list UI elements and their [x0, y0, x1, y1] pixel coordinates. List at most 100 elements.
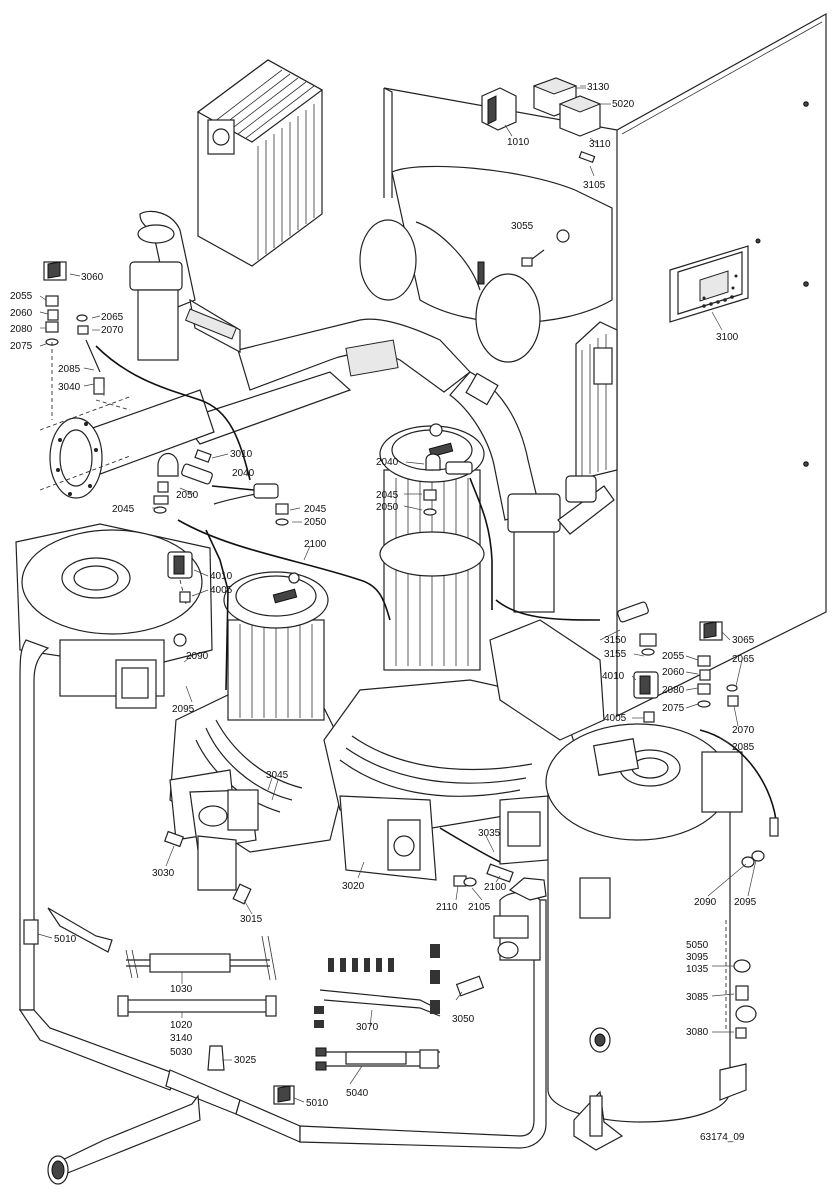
callout-3155: 3155 — [604, 649, 627, 660]
enclosure-panel — [616, 12, 827, 717]
callout-2050-right: 2050 — [376, 502, 399, 513]
callout-2055-right: 2055 — [662, 651, 685, 662]
drawing-id: 63174_09 — [700, 1132, 745, 1143]
callout-5010-bottom: 5010 — [306, 1098, 329, 1109]
callout-5020: 5020 — [612, 99, 635, 110]
callout-2090-left: 2090 — [186, 651, 209, 662]
callout-3025: 3025 — [234, 1055, 257, 1066]
callout-3130: 3130 — [587, 82, 610, 93]
cooler-top-left — [196, 59, 324, 267]
callout-labels: 3130 5020 1010 3110 3105 3055 3060 2055 … — [10, 82, 757, 1143]
callout-3060: 3060 — [81, 272, 104, 283]
callout-2045-right: 2045 — [376, 490, 399, 501]
callout-2040-right: 2040 — [376, 457, 399, 468]
callout-1010: 1010 — [507, 137, 530, 148]
callout-1030: 1030 — [170, 984, 193, 995]
callout-2070-left: 2070 — [101, 325, 124, 336]
callout-3070: 3070 — [356, 1022, 379, 1033]
callout-3080: 3080 — [686, 1027, 709, 1038]
callout-2045-mid: 2045 — [304, 504, 327, 515]
callout-2060-left: 2060 — [10, 308, 33, 319]
callout-2060-right: 2060 — [662, 667, 685, 678]
callout-3035: 3035 — [478, 828, 501, 839]
harness-1030 — [125, 935, 277, 981]
discharge-pipe-upper — [129, 210, 541, 521]
callout-3020: 3020 — [342, 881, 365, 892]
callout-2100-top: 2100 — [304, 539, 327, 550]
callout-1035: 1035 — [686, 964, 709, 975]
callout-3100: 3100 — [716, 332, 739, 343]
callout-2045-left: 2045 — [112, 504, 135, 515]
callout-2040-left: 2040 — [232, 468, 255, 479]
harness-3070 — [314, 944, 441, 1028]
callout-2100-bottom: 2100 — [484, 882, 507, 893]
callout-2105: 2105 — [468, 902, 491, 913]
callout-3105: 3105 — [583, 180, 606, 191]
callout-3030: 3030 — [152, 868, 175, 879]
callout-3065: 3065 — [732, 635, 755, 646]
callout-3110: 3110 — [589, 139, 611, 150]
relay-1010 — [481, 87, 517, 137]
cooler-right — [575, 321, 618, 481]
controller-display-3100 — [669, 245, 749, 331]
callout-3055: 3055 — [511, 221, 534, 232]
callout-4010-right: 4010 — [602, 671, 625, 682]
tank-side-pipe — [493, 877, 547, 961]
callout-4005-left: 4005 — [210, 585, 233, 596]
pipe-right-vertical — [507, 475, 615, 613]
callout-4005-right: 4005 — [604, 713, 627, 724]
callout-3040: 3040 — [58, 382, 81, 393]
relay-5010-bottom — [273, 1085, 295, 1105]
callout-2095-left: 2095 — [172, 704, 195, 715]
intake-housing — [359, 165, 613, 363]
callout-2085-left: 2085 — [58, 364, 81, 375]
callout-5050: 5050 — [686, 940, 709, 951]
center-fittings — [153, 449, 473, 526]
leader-lines — [37, 85, 757, 1103]
callout-2075-left: 2075 — [10, 341, 33, 352]
callout-5040: 5040 — [346, 1088, 369, 1099]
drain-pipe-left — [18, 639, 547, 1185]
left-fittings-column — [43, 261, 131, 420]
harness-1020 — [117, 995, 277, 1017]
callout-2085-right: 2085 — [732, 742, 755, 753]
callout-2080-right: 2080 — [662, 685, 685, 696]
separator-housing-left — [15, 523, 213, 709]
callout-2090-right: 2090 — [694, 897, 717, 908]
callout-2080-left: 2080 — [10, 324, 33, 335]
harness-5040 — [315, 1047, 440, 1071]
callout-5030: 5030 — [170, 1047, 193, 1058]
callout-3050: 3050 — [452, 1014, 475, 1025]
callout-2065-right: 2065 — [732, 654, 755, 665]
valve-4010-left — [167, 551, 193, 605]
separator-tank-right — [545, 723, 747, 1151]
compressor-stage-2 — [323, 423, 605, 881]
callout-3150: 3150 — [604, 635, 627, 646]
callout-3015: 3015 — [240, 914, 263, 925]
callout-2110: 2110 — [436, 902, 458, 913]
inlet-flange-pipe — [39, 389, 215, 499]
callout-2075-right: 2075 — [662, 703, 685, 714]
callout-5010-left: 5010 — [54, 934, 77, 945]
callout-2050-left: 2050 — [176, 490, 199, 501]
callout-2095-right: 2095 — [734, 897, 757, 908]
fuse-3105 — [578, 151, 596, 177]
callout-2070-right: 2070 — [732, 725, 755, 736]
sensor-3055 — [521, 249, 545, 267]
callout-2065-left: 2065 — [101, 312, 124, 323]
compressor-stage-1 — [169, 571, 351, 891]
callout-2055-left: 2055 — [10, 291, 33, 302]
callout-3140: 3140 — [170, 1033, 193, 1044]
valve-4010-right — [633, 671, 659, 723]
callout-4010-left: 4010 — [210, 571, 233, 582]
callout-2050-mid: 2050 — [304, 517, 327, 528]
callout-1020: 1020 — [170, 1020, 193, 1031]
contactor-5020 — [558, 95, 611, 145]
hoses — [95, 345, 777, 863]
bottom-sensors — [164, 817, 779, 1071]
callout-3095: 3095 — [686, 952, 709, 963]
callout-3045: 3045 — [266, 770, 289, 781]
callout-3085: 3085 — [686, 992, 709, 1003]
